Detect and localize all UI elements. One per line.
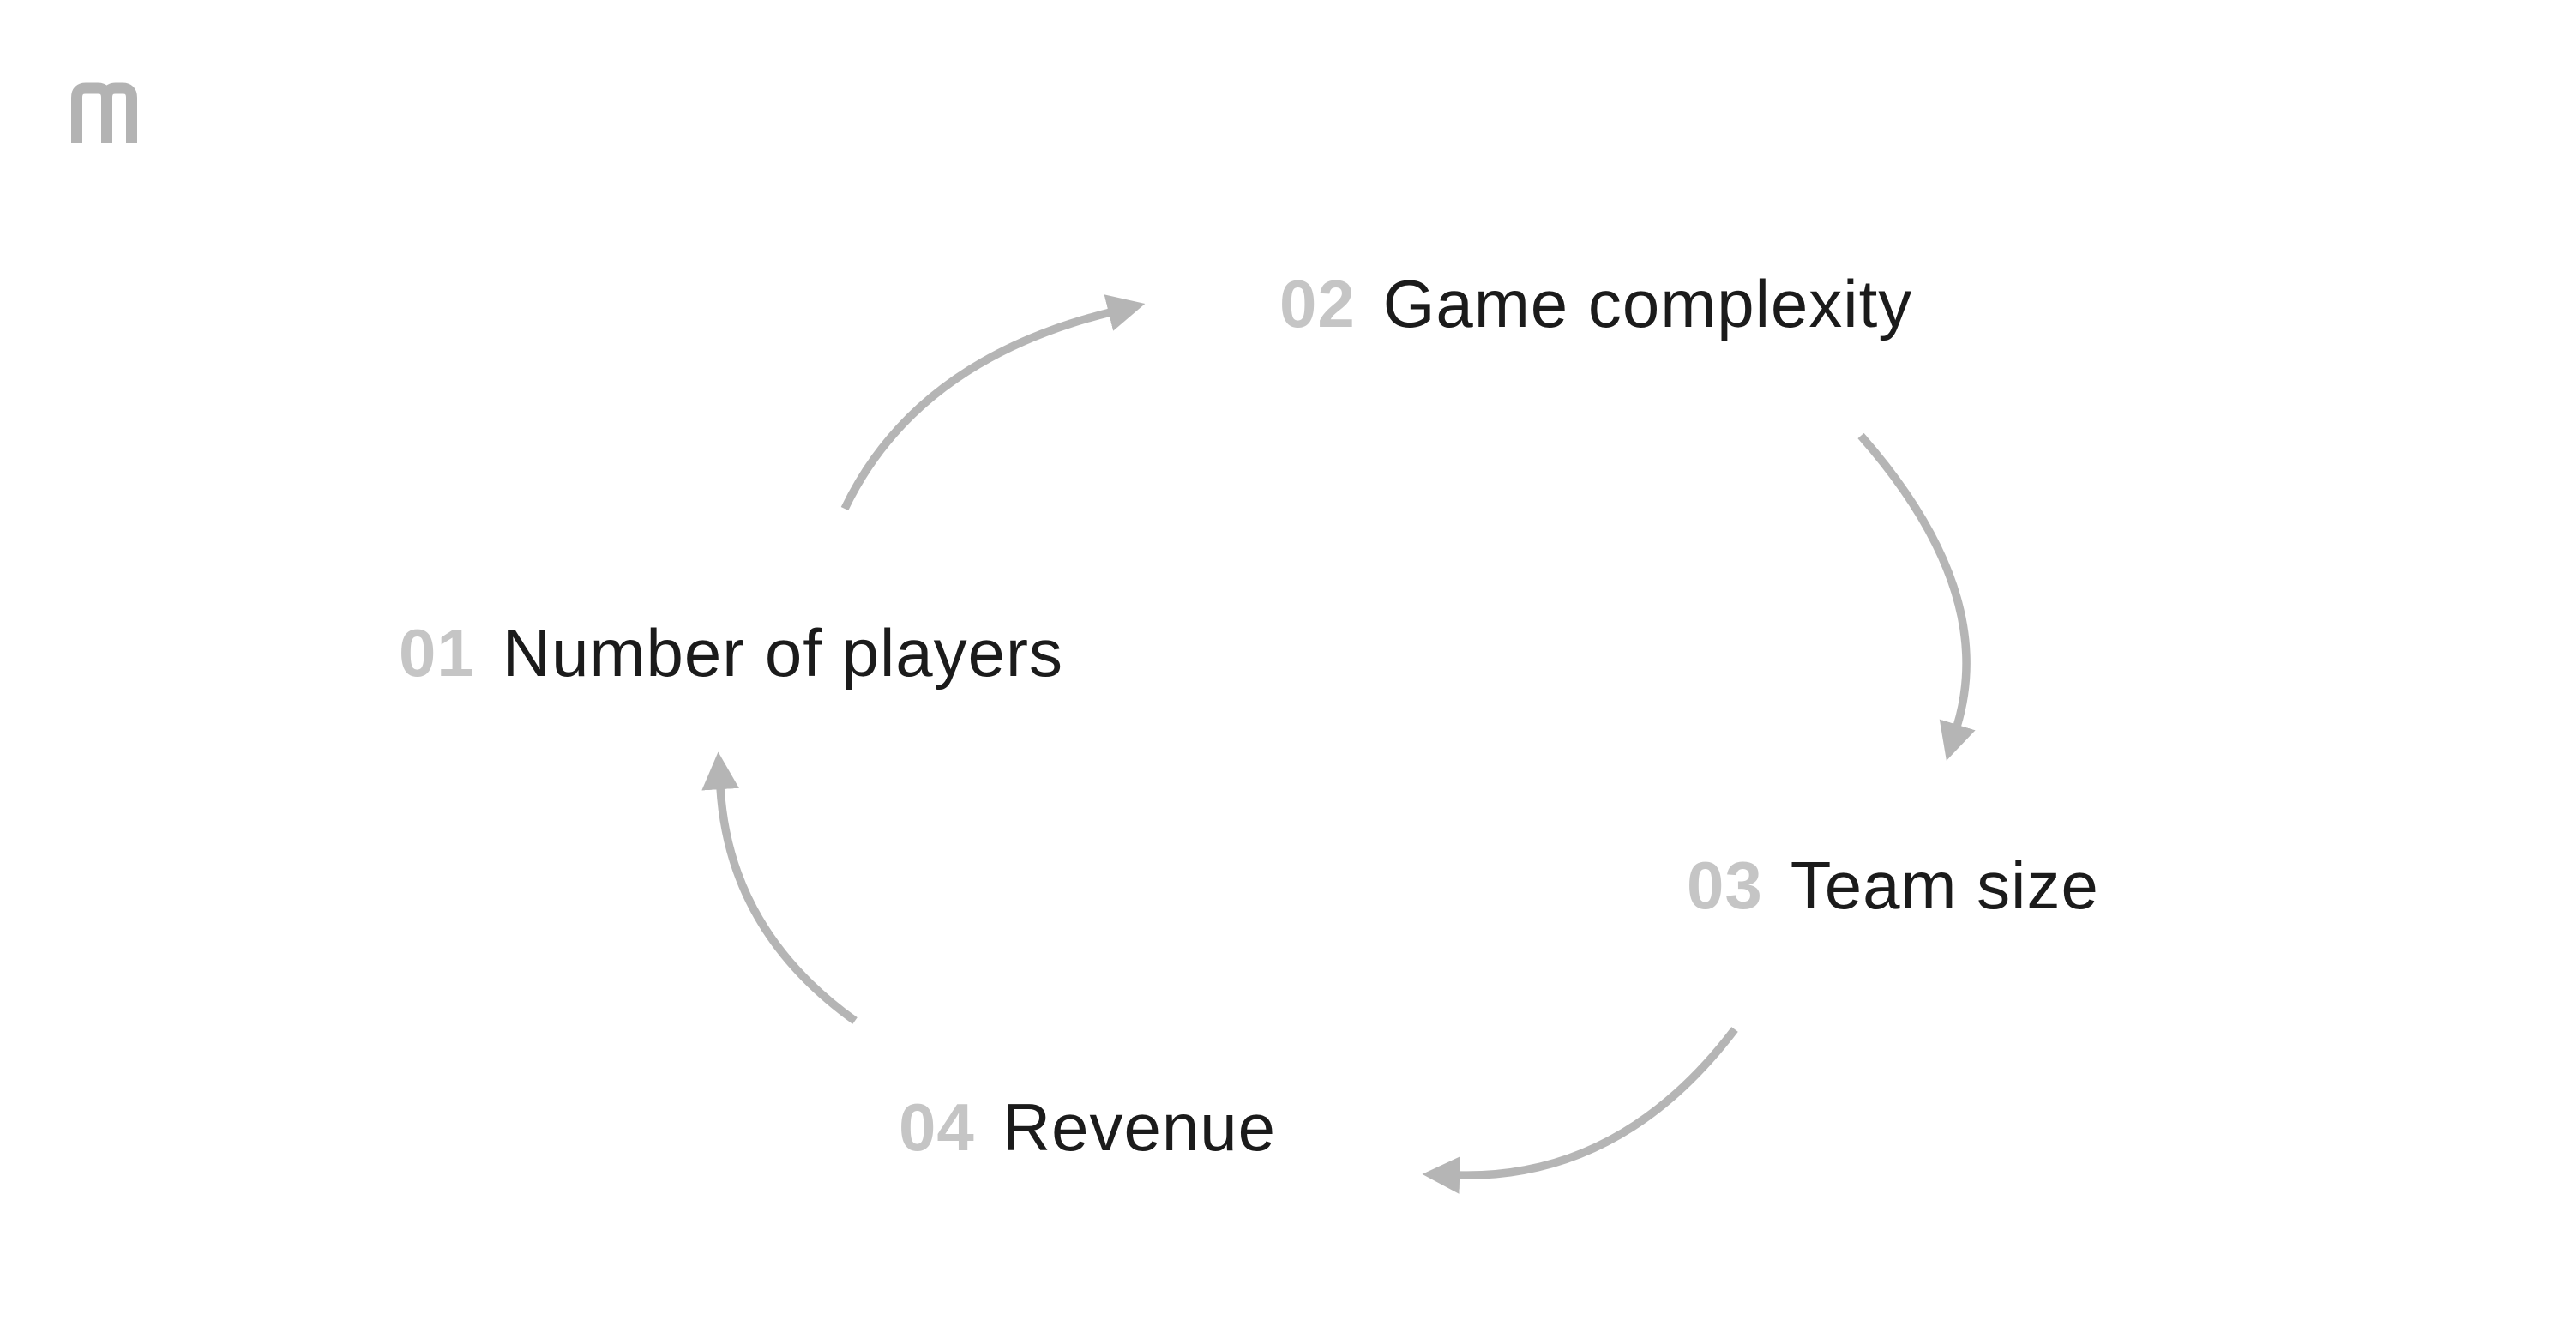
step-number: 04 <box>899 1089 975 1165</box>
cycle-step-game-complexity: 02 Game complexity <box>1279 270 1912 337</box>
logo-m-icon <box>71 82 137 143</box>
arrow-03-to-04-icon <box>1422 1027 1738 1194</box>
arrow-04-to-01-icon <box>701 751 858 1024</box>
step-number: 03 <box>1687 847 1763 923</box>
cycle-step-number-of-players: 01 Number of players <box>399 619 1063 686</box>
cycle-step-revenue: 04 Revenue <box>899 1094 1276 1161</box>
step-label: Revenue <box>1002 1089 1276 1165</box>
step-number: 01 <box>399 615 475 691</box>
step-label: Game complexity <box>1382 266 1913 341</box>
step-number: 02 <box>1279 266 1356 341</box>
arrow-02-to-03-icon <box>1857 432 1976 761</box>
step-label: Team size <box>1790 847 2099 923</box>
arrow-01-to-02-icon <box>840 294 1146 511</box>
step-label: Number of players <box>502 615 1064 691</box>
cycle-step-team-size: 03 Team size <box>1687 852 2099 919</box>
